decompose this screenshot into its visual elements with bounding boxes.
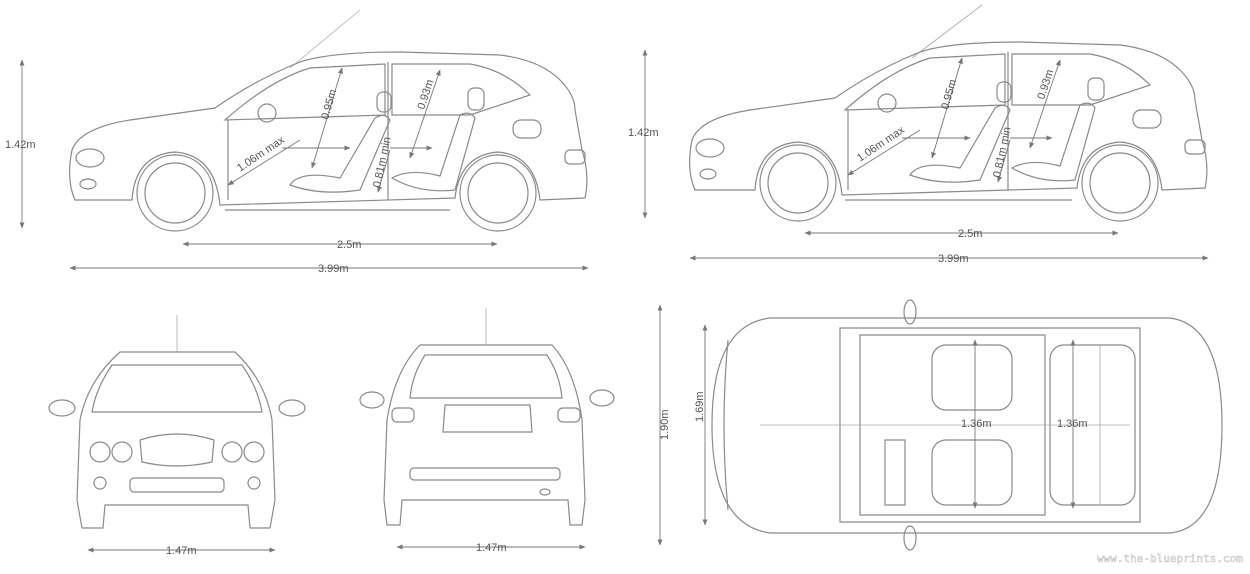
height-label: 1.42m [628, 127, 659, 139]
length-label: 3.99m [318, 263, 349, 275]
length-label: 3.99m [938, 253, 969, 265]
rear-wheel [459, 154, 537, 232]
front-track-label: 1.47m [166, 545, 197, 557]
front-wheel [136, 154, 214, 232]
rear-track-label: 1.47m [476, 542, 507, 554]
front-legroom-label: 1.06m max [235, 134, 287, 175]
wheelbase-label: 2.5m [958, 228, 982, 240]
rear-headroom-label: 0.93m [415, 78, 436, 111]
watermark: www.the-blueprints.com [1097, 552, 1243, 565]
car-body-side [689, 4, 1208, 201]
rear-legroom-label: 0.81m min [991, 126, 1013, 179]
wheelbase-label: 2.5m [337, 239, 361, 251]
rear-headroom-label: 0.93m [1035, 68, 1056, 101]
car-body-side [69, 9, 588, 211]
side-view-right: 1.42m 2.5m 3.99m 0.95m 0.93m 1.06m max 0… [628, 4, 1209, 265]
front-legroom-label: 1.06m max [855, 124, 907, 165]
front-wheel [759, 144, 837, 222]
height-label: 1.42m [5, 139, 36, 151]
side-view-left: 1.42m 2.5m 3.99m 0.95m 0.93m 1.06m max 0… [5, 9, 589, 275]
rear-shoulder-width-label: 1.36m [1057, 418, 1088, 430]
rear-wheel [1081, 144, 1159, 222]
rear-view: 1.47m [359, 308, 615, 554]
rear-legroom-label: 0.81m min [371, 136, 393, 189]
front-view: 1.47m [48, 315, 306, 557]
top-view: 1.90m 1.69m 1.36m 1.36m [657, 299, 1223, 551]
body-width-label: 1.69m [694, 391, 706, 422]
front-shoulder-width-label: 1.36m [961, 418, 992, 430]
width-with-mirrors-label: 1.90m [659, 409, 671, 440]
